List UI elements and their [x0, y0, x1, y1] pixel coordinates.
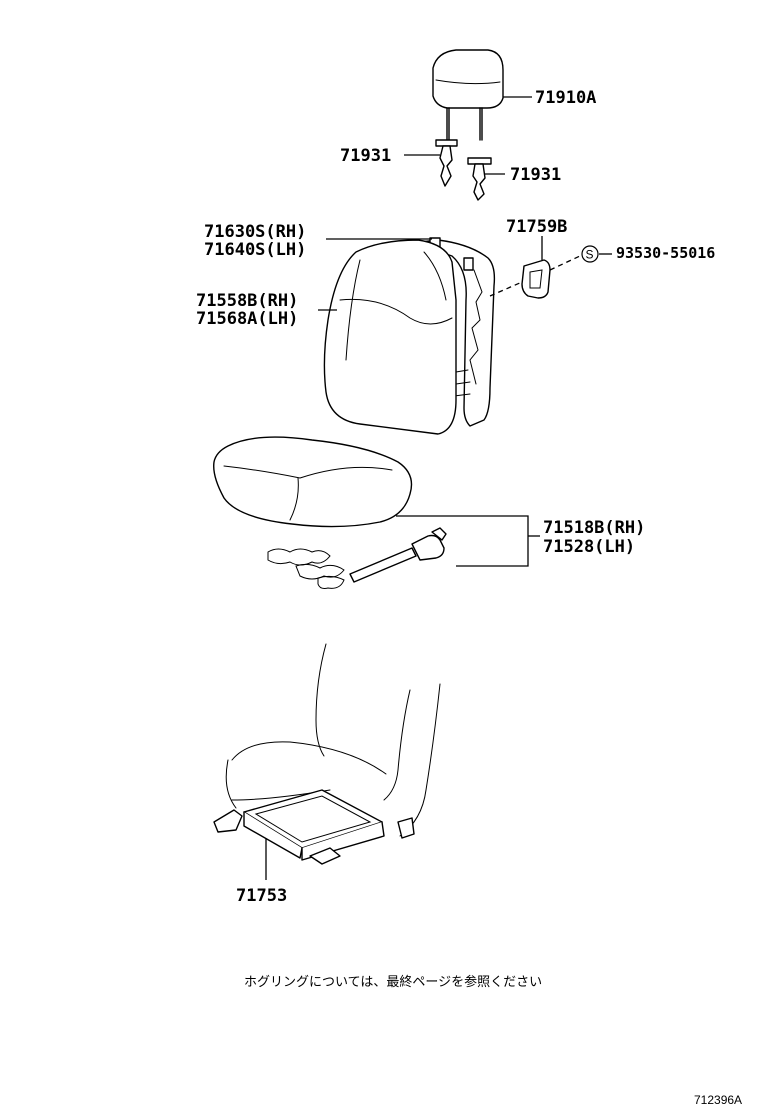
leader-screw-dash — [549, 255, 581, 271]
headrest-support-lower[interactable] — [467, 157, 492, 201]
label-screw[interactable]: 93530-55016 — [616, 244, 715, 262]
headrest[interactable] — [432, 49, 504, 143]
label-hinge-cover[interactable]: 71759B — [506, 217, 567, 237]
label-support-lower[interactable]: 71931 — [510, 165, 561, 185]
label-cover-rh[interactable]: 71558B(RH) — [196, 291, 298, 311]
label-cushion-lh[interactable]: 71528(LH) — [543, 537, 635, 557]
label-pad-lh[interactable]: 71640S(LH) — [204, 240, 306, 260]
under-tray[interactable] — [243, 789, 385, 865]
hog-ring-note: ホグリングについては、最終ページを参照ください — [244, 974, 542, 990]
label-under-tray[interactable]: 71753 — [236, 886, 287, 906]
leader-cushion — [396, 515, 529, 567]
cushion-wire-harness[interactable] — [267, 527, 447, 589]
hinge-cover[interactable] — [521, 259, 551, 299]
label-pad-rh[interactable]: 71630S(RH) — [204, 222, 306, 242]
label-support-upper[interactable]: 71931 — [340, 146, 391, 166]
leader-hinge-dash — [489, 281, 523, 297]
seatback-cover[interactable] — [323, 239, 457, 435]
figure-code: 712396A — [694, 1093, 742, 1107]
seatback-frame[interactable] — [411, 237, 496, 427]
seat-cushion[interactable] — [213, 436, 413, 528]
screw-symbol-letter: S — [586, 248, 594, 262]
label-cover-lh[interactable]: 71568A(LH) — [196, 309, 298, 329]
label-cushion-rh[interactable]: 71518B(RH) — [543, 518, 645, 538]
headrest-support-upper[interactable] — [435, 139, 458, 187]
screw-symbol: S — [581, 245, 599, 263]
label-headrest[interactable]: 71910A — [535, 88, 596, 108]
